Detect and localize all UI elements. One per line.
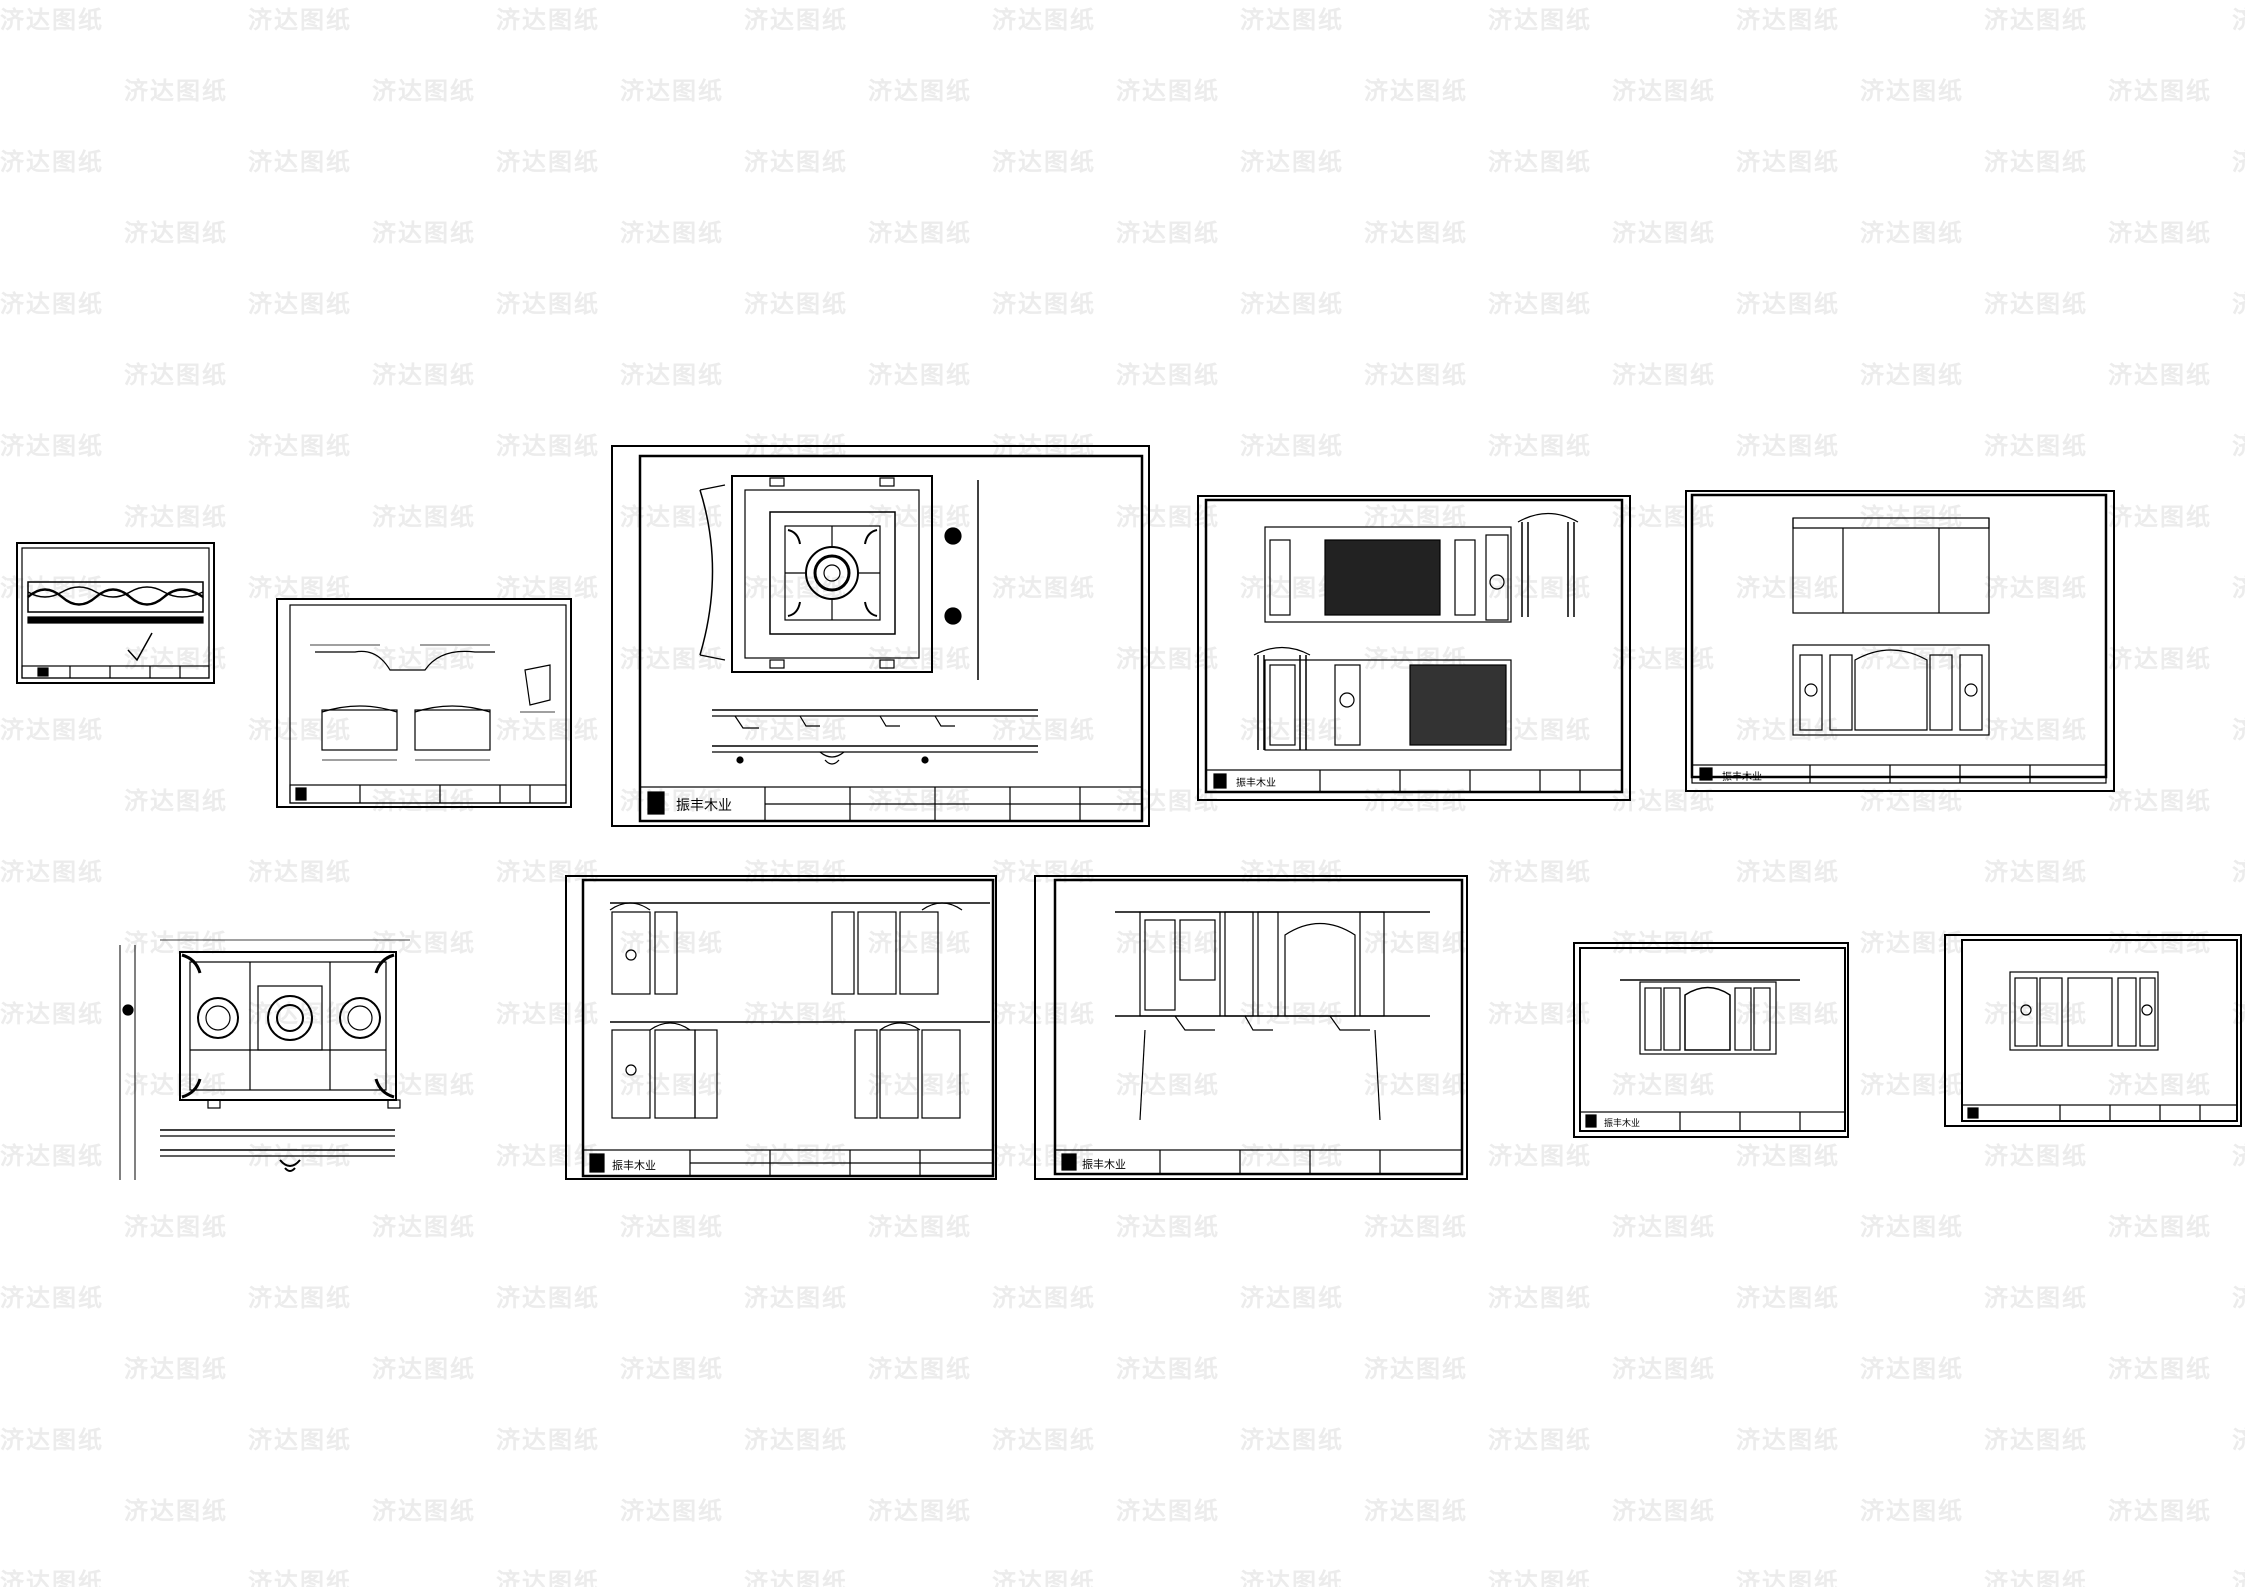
sheet-3-ceiling-plan[interactable]: 振丰木业 bbox=[611, 445, 1150, 827]
sheet-10-small-elevation-2[interactable] bbox=[1944, 934, 2242, 1127]
sheet-9-company-name: 振丰木业 bbox=[1604, 1117, 1640, 1129]
sheet-8-elevation-wardrobe[interactable]: 振丰木业 bbox=[1034, 875, 1468, 1180]
sheet-6-ceiling-three-medallions[interactable] bbox=[119, 939, 410, 1180]
sheet-4-elevation-columns[interactable]: 振丰木业 bbox=[1197, 495, 1631, 801]
sheet-7-company-name: 振丰木业 bbox=[612, 1158, 656, 1172]
sheet-8-company-name: 振丰木业 bbox=[1082, 1157, 1126, 1171]
sheet-5-company-name: 振丰木业 bbox=[1722, 770, 1762, 783]
sheet-7-elevation-two-bays[interactable]: 振丰木业 bbox=[565, 875, 997, 1180]
sheet-2-arched-cabinet[interactable] bbox=[276, 598, 572, 808]
sheet-5-elevation-cabinet[interactable]: 振丰木业 bbox=[1685, 490, 2115, 792]
sheet-1-carved-panel[interactable] bbox=[16, 542, 215, 684]
sheet-3-company-name: 振丰木业 bbox=[676, 798, 732, 814]
sheet-9-small-elevation[interactable]: 振丰木业 bbox=[1573, 942, 1849, 1138]
sheet-4-company-name: 振丰木业 bbox=[1236, 776, 1276, 789]
